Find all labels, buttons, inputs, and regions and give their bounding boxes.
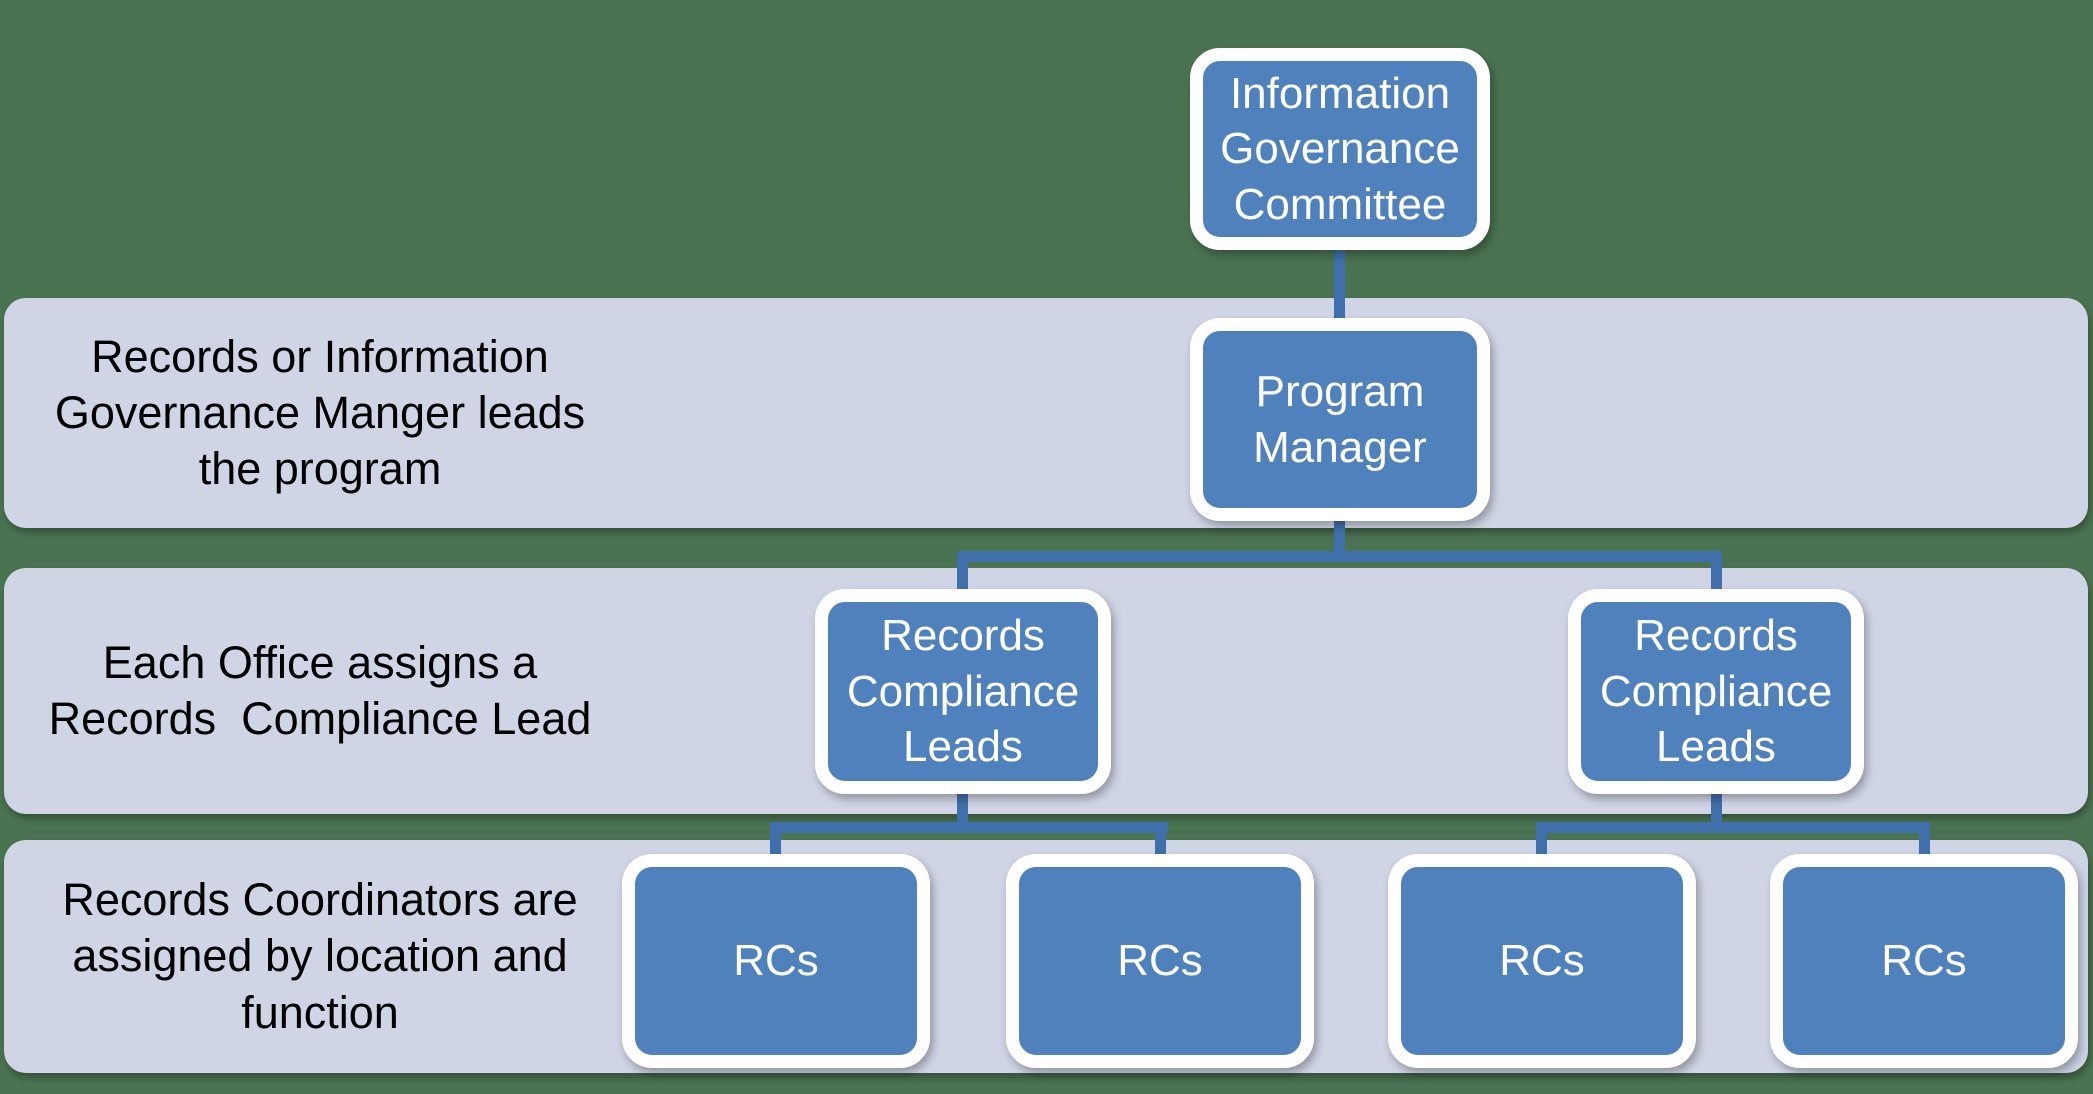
node-records-compliance-leads-right: Records Compliance Leads [1568, 589, 1864, 794]
node-rcs-4: RCs [1770, 854, 2078, 1068]
node-program-manager: Program Manager [1190, 318, 1490, 521]
connector-rcl-right-stub [1711, 782, 1722, 833]
connector-rc1-drop [770, 822, 781, 872]
node-records-compliance-leads-left: Records Compliance Leads [815, 589, 1111, 794]
connector-level1-left-drop [957, 551, 968, 603]
band-caption-compliance-lead: Each Office assigns a Records Compliance… [48, 636, 592, 744]
connector-rc3-drop [1536, 822, 1547, 872]
connector-rc2-drop [1155, 822, 1166, 872]
connector-level2-right-horizontal [1536, 822, 1930, 833]
connector-pm-stub [1334, 508, 1345, 562]
connector-rc4-drop [1919, 822, 1930, 872]
connector-level1-horizontal [957, 551, 1722, 562]
connector-level1-right-drop [1711, 551, 1722, 603]
band-caption-program-lead: Records or Information Governance Manger… [54, 330, 586, 495]
band-caption-records-coordinators: Records Coordinators are assigned by loc… [62, 874, 578, 1038]
connector-committee-to-pm [1334, 235, 1345, 330]
connector-level2-left-horizontal [770, 822, 1168, 833]
node-information-governance-committee: Information Governance Committee [1190, 48, 1490, 250]
connector-rcl-left-stub [957, 782, 968, 833]
node-rcs-2: RCs [1006, 854, 1314, 1068]
node-rcs-1: RCs [622, 854, 930, 1068]
node-rcs-3: RCs [1388, 854, 1696, 1068]
annotation-band-1 [4, 298, 2088, 528]
